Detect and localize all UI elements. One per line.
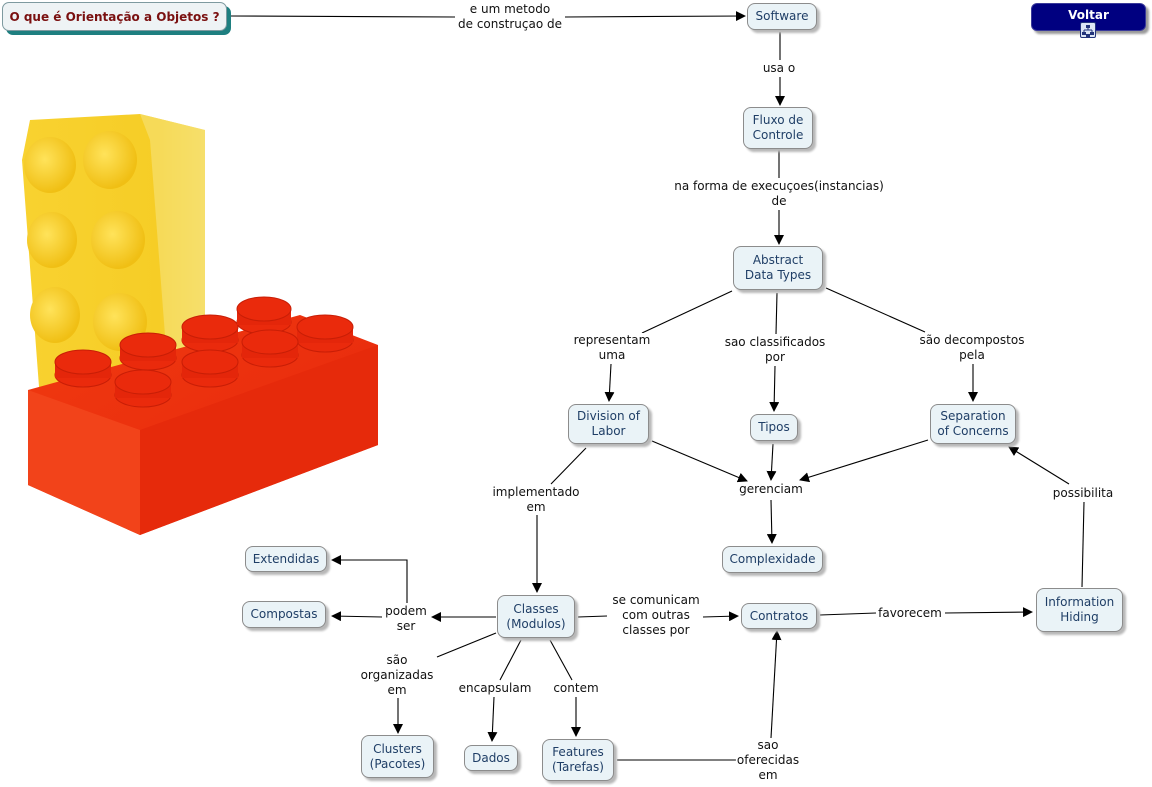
title-text: O que é Orientação a Objetos ?: [9, 9, 220, 24]
concept-label: Software: [755, 9, 809, 23]
edge-infohiding-possibilita: [1081, 501, 1085, 588]
link-representam: representam uma: [572, 333, 652, 363]
edge-representam-division: [604, 363, 615, 402]
concept-label: Compostas: [250, 607, 318, 621]
link-oferecidas: sao oferecidas em: [735, 738, 801, 783]
edge-adt-classificados: [775, 292, 778, 335]
red-studs: [54, 296, 354, 408]
link-decompostos: são decompostos pela: [918, 333, 1026, 363]
link-implementado: implementado em: [491, 485, 581, 515]
link-podemser: podem ser: [384, 604, 428, 634]
concept-label: Dados: [472, 750, 510, 765]
edge-podemser-compostas: [331, 611, 383, 622]
edge-podemser-extendidas: [331, 555, 408, 603]
link-comunicam: se comunicam com outras classes por: [611, 593, 701, 638]
concept-label: Features (Tarefas): [552, 745, 604, 774]
concept-label: Fluxo de Controle: [752, 113, 804, 142]
edge-separation-gerenciam: [799, 439, 929, 483]
concept-label: Information Hiding: [1044, 595, 1115, 624]
link-metodo: e um metodo de construçao de: [457, 2, 563, 32]
link-classificados: sao classificados por: [723, 335, 827, 365]
concept-map-glyph: [1082, 25, 1094, 37]
edge-division-implementado: [550, 447, 587, 485]
edge-comunicam-contratos: [702, 611, 739, 622]
concept-map-icon[interactable]: [1080, 22, 1096, 38]
concept-abstract-data-types[interactable]: Abstract Data Types: [733, 246, 823, 290]
concept-label: Tipos: [758, 420, 790, 434]
link-usao: usa o: [761, 61, 797, 76]
concept-label: Contratos: [749, 608, 809, 623]
edge-classes-contem: [549, 639, 573, 681]
edge-contratos-favorecem: [819, 612, 877, 616]
concept-clusters[interactable]: Clusters (Pacotes): [361, 735, 434, 778]
edge-adt-representam: [641, 290, 733, 334]
link-favorecem: favorecem: [877, 606, 943, 621]
concept-label: Separation of Concerns: [937, 409, 1009, 438]
concept-extendidas[interactable]: Extendidas: [245, 546, 327, 572]
concept-complexidade[interactable]: Complexidade: [722, 546, 823, 573]
link-possibilita: possibilita: [1051, 486, 1115, 501]
concept-separation-of-concerns[interactable]: Separation of Concerns: [930, 404, 1016, 444]
concept-features[interactable]: Features (Tarefas): [542, 739, 614, 781]
edge-division-gerenciam: [651, 440, 748, 483]
concept-compostas[interactable]: Compostas: [242, 601, 326, 628]
edge-tipos-gerenciam: [766, 443, 777, 481]
concept-label: Extendidas: [252, 551, 320, 566]
concept-software[interactable]: Software: [747, 3, 817, 30]
concept-label: Clusters (Pacotes): [369, 741, 426, 771]
link-gerenciam: gerenciam: [738, 482, 804, 497]
edge-classes-organizadas: [436, 632, 497, 658]
link-contem: contem: [552, 681, 600, 696]
concept-division-of-labor[interactable]: Division of Labor: [568, 404, 649, 444]
concept-classes[interactable]: Classes (Modulos): [497, 595, 575, 638]
edge-adt-decompostos: [825, 287, 926, 333]
link-organizadas: são organizadas em: [359, 653, 435, 698]
link-encapsulam: encapsulam: [457, 681, 533, 696]
concept-contratos[interactable]: Contratos: [741, 603, 817, 629]
concept-tipos[interactable]: Tipos: [750, 414, 798, 441]
lego-bricks-image: [22, 114, 378, 535]
edge-favorecem-infohiding: [944, 607, 1033, 618]
edge-metodo-software: [564, 11, 746, 22]
concept-label: Division of Labor: [577, 409, 640, 438]
edge-possibilita-separation: [1008, 446, 1070, 485]
concept-fluxo-de-controle[interactable]: Fluxo de Controle: [743, 107, 813, 149]
edge-title-metodo: [229, 15, 456, 18]
voltar-label: Voltar: [1068, 8, 1109, 22]
edge-oferecidas-contratos: [770, 630, 782, 739]
concept-label: Classes (Modulos): [506, 601, 566, 631]
link-naforma: na forma de execuçoes(instancias) de: [673, 179, 885, 209]
edge-classes-encapsulam: [499, 639, 522, 681]
edge-classes-comunicam: [577, 615, 608, 618]
edge-encapsulam-dados: [487, 696, 498, 742]
concept-information-hiding[interactable]: Information Hiding: [1036, 588, 1123, 632]
concept-label: Complexidade: [729, 552, 816, 566]
title-concept[interactable]: O que é Orientação a Objetos ?: [2, 2, 227, 31]
edge-classificados-tipos: [769, 365, 780, 412]
edge-gerenciam-complexidade: [766, 499, 777, 544]
concept-dados[interactable]: Dados: [464, 745, 518, 771]
concept-label: Abstract Data Types: [744, 253, 812, 282]
